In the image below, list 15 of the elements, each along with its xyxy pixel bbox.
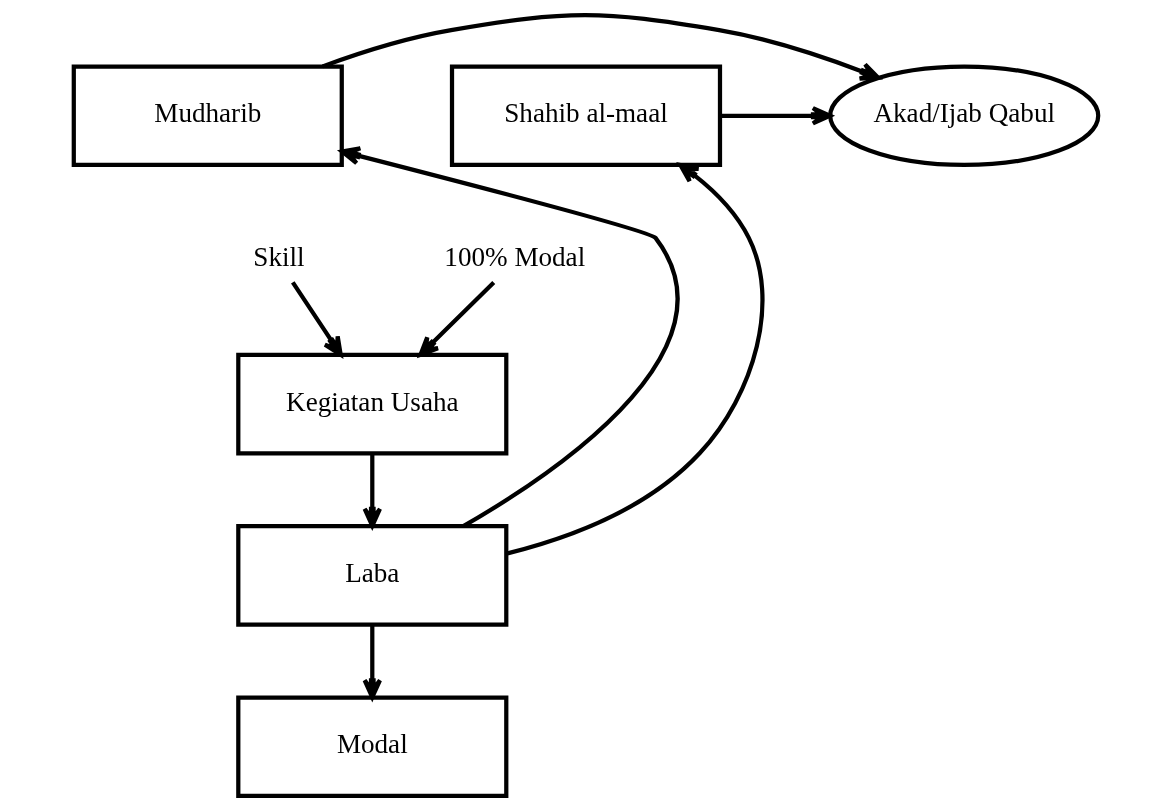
arrow: [321, 13, 880, 81]
node-box: Shahib al-maal: [449, 64, 722, 168]
arrow: [362, 453, 382, 529]
arrow: [417, 280, 495, 357]
arrow: [719, 106, 832, 126]
arrow: [339, 146, 679, 529]
node-box: Modal: [235, 695, 508, 798]
node-text: Skill: [252, 242, 305, 273]
node-text: 100% Modal: [443, 242, 585, 273]
node-box: Mudharib: [71, 64, 344, 168]
arrow: [290, 281, 343, 357]
node-box: Kegiatan Usaha: [235, 352, 508, 456]
arrow: [505, 162, 764, 556]
arrow: [362, 624, 382, 700]
node-box: Laba: [235, 524, 508, 627]
